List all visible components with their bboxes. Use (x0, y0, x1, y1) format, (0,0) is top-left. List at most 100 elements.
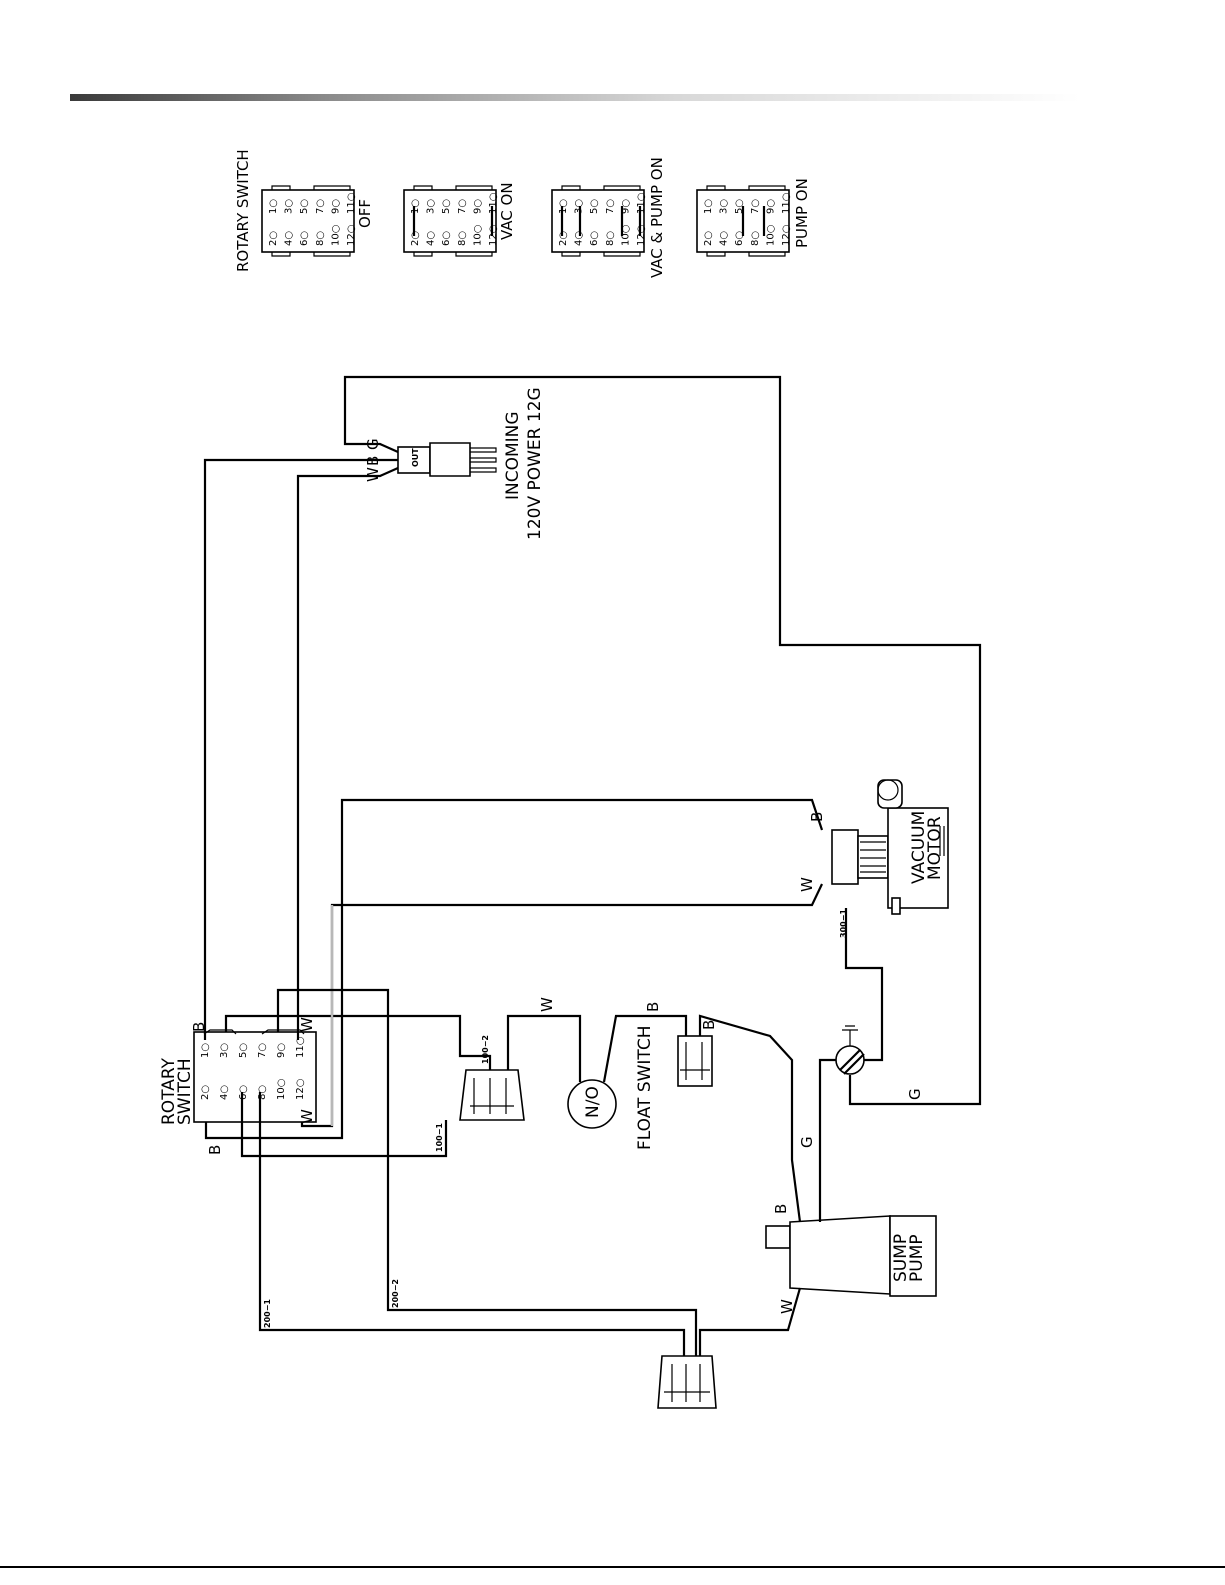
pin-label: 10○ (472, 225, 483, 246)
vacuum-motor-fan-hub (877, 779, 899, 801)
pin-label: 1○ (268, 199, 279, 214)
rotary-switch-pins: 1○3○5○7○9○11○2○4○6○8○10○12○ (200, 1037, 306, 1100)
pin-label: 3○ (574, 199, 585, 214)
pin-label: 9○ (276, 1043, 287, 1058)
pin-label: 10○ (276, 1079, 287, 1100)
pin-label: 5○ (238, 1043, 249, 1058)
pin-label: 6○ (589, 231, 600, 246)
plug-body (429, 442, 471, 477)
pin-label: 12○ (636, 225, 647, 246)
pin-label: 6○ (299, 231, 310, 246)
wire-vacuum-black (204, 798, 824, 1140)
wiring (203, 798, 884, 1356)
incoming-power-plug: OUT G B W INCOMING 120V POWER 12G (203, 375, 982, 1106)
legend-switch-vac-pump-on: VAC & PUMP ON (551, 157, 666, 278)
wire-200-1 (258, 1092, 686, 1356)
white-supply-wire (296, 466, 399, 990)
rotary-switch: 1○3○5○7○9○11○2○4○6○8○10○12○ ROTARY SWITC… (159, 1017, 317, 1155)
sump-pump-label-line1: SUMP (891, 1234, 911, 1282)
label-w: W (364, 467, 382, 482)
label-wire-300-1: 300−1 (839, 909, 848, 938)
legend-title: ROTARY SWITCH (234, 149, 252, 272)
vacuum-motor-shaft (891, 897, 901, 915)
plug-prongs (470, 447, 497, 473)
label-w: W (798, 877, 816, 892)
pin-label: 1○ (703, 199, 714, 214)
vacuum-motor-label-line2: MOTOR (925, 816, 945, 880)
label-wire-100-2: 100−2 (481, 1035, 490, 1064)
footer-rule (0, 1566, 1225, 1568)
pin-label: 4○ (574, 231, 585, 246)
legend-switch-body (551, 189, 645, 253)
legend-jumpers-off (271, 185, 351, 257)
pin-label: 7○ (257, 1043, 268, 1058)
pin-label: 9○ (620, 199, 631, 214)
pin-label: 5○ (734, 199, 745, 214)
pin-label: 11○ (346, 193, 357, 214)
header-rule (70, 94, 1080, 101)
pin-label: 8○ (605, 231, 616, 246)
connector-terminals (664, 1364, 710, 1402)
pin-label: 8○ (315, 231, 326, 246)
legend-contacts-vac-pump (560, 206, 642, 236)
label-w: W (778, 1299, 796, 1314)
pin-label: 4○ (219, 1085, 230, 1100)
pin-label: 2○ (410, 231, 421, 246)
black-supply-wire (203, 458, 398, 1030)
sump-pump-base (889, 1215, 937, 1297)
label-b: B (644, 1002, 662, 1012)
pin-label: 7○ (315, 199, 326, 214)
label-g: G (798, 1136, 816, 1148)
pin-label: 4○ (426, 231, 437, 246)
label-g: G (906, 1088, 924, 1100)
pin-label: 11○ (488, 193, 499, 214)
pin-label: 11○ (781, 193, 792, 214)
wire-pump-ground (818, 1058, 836, 1222)
pin-label: 5○ (441, 199, 452, 214)
wire-100-1 (240, 1092, 448, 1158)
label-wire-200-2: 200−2 (391, 1279, 400, 1308)
legend-state-label: PUMP ON (793, 178, 811, 248)
pin-label: 2○ (268, 231, 279, 246)
pin-label: 4○ (719, 231, 730, 246)
vacuum-motor-label-line1: VACUUM (909, 811, 929, 884)
pin-label: 1○ (410, 199, 421, 214)
capacitor: G G (798, 1025, 924, 1148)
connector-100 (459, 1069, 525, 1121)
connector-shell (657, 1355, 717, 1409)
float-switch-label: FLOAT SWITCH (635, 1026, 655, 1150)
pin-label: 8○ (750, 231, 761, 246)
legend-switch-body (403, 189, 497, 253)
wire-pump-white (698, 1287, 802, 1356)
rotary-switch-body (193, 1031, 317, 1123)
rotary-switch-jumpers (203, 1029, 305, 1035)
connector-shell (677, 1035, 713, 1087)
pin-label: 6○ (441, 231, 452, 246)
pin-label: 3○ (219, 1043, 230, 1058)
legend-contacts-pump (741, 206, 766, 236)
legend-switch-vac-on: VAC ON (403, 182, 516, 253)
pin-label: 6○ (238, 1085, 249, 1100)
vacuum-motor-brush-end (831, 829, 859, 885)
float-switch-black-wire (602, 1014, 688, 1083)
pin-label: 7○ (457, 199, 468, 214)
label-b: B (206, 1145, 224, 1155)
label-w: W (298, 1017, 316, 1032)
wire-pump-black (698, 1014, 802, 1223)
label-w: W (538, 997, 556, 1012)
pin-label: 10○ (330, 225, 341, 246)
legend-switch-off: OFF (261, 189, 374, 253)
pin-label: 9○ (330, 199, 341, 214)
wire-3-to-connector (224, 1014, 492, 1070)
legend-switch-body (261, 189, 355, 253)
vacuum-motor-windings (860, 841, 886, 873)
label-wire-200-1: 200−1 (263, 1299, 272, 1328)
plug-head (397, 446, 431, 474)
legend-switch-pump-on: PUMP ON (696, 178, 811, 253)
legend-contacts-vac (412, 206, 494, 236)
pin-label: 10○ (620, 225, 631, 246)
wire-vacuum-white (300, 883, 823, 1128)
pin-label: 6○ (734, 231, 745, 246)
pin-label: 10○ (765, 225, 776, 246)
